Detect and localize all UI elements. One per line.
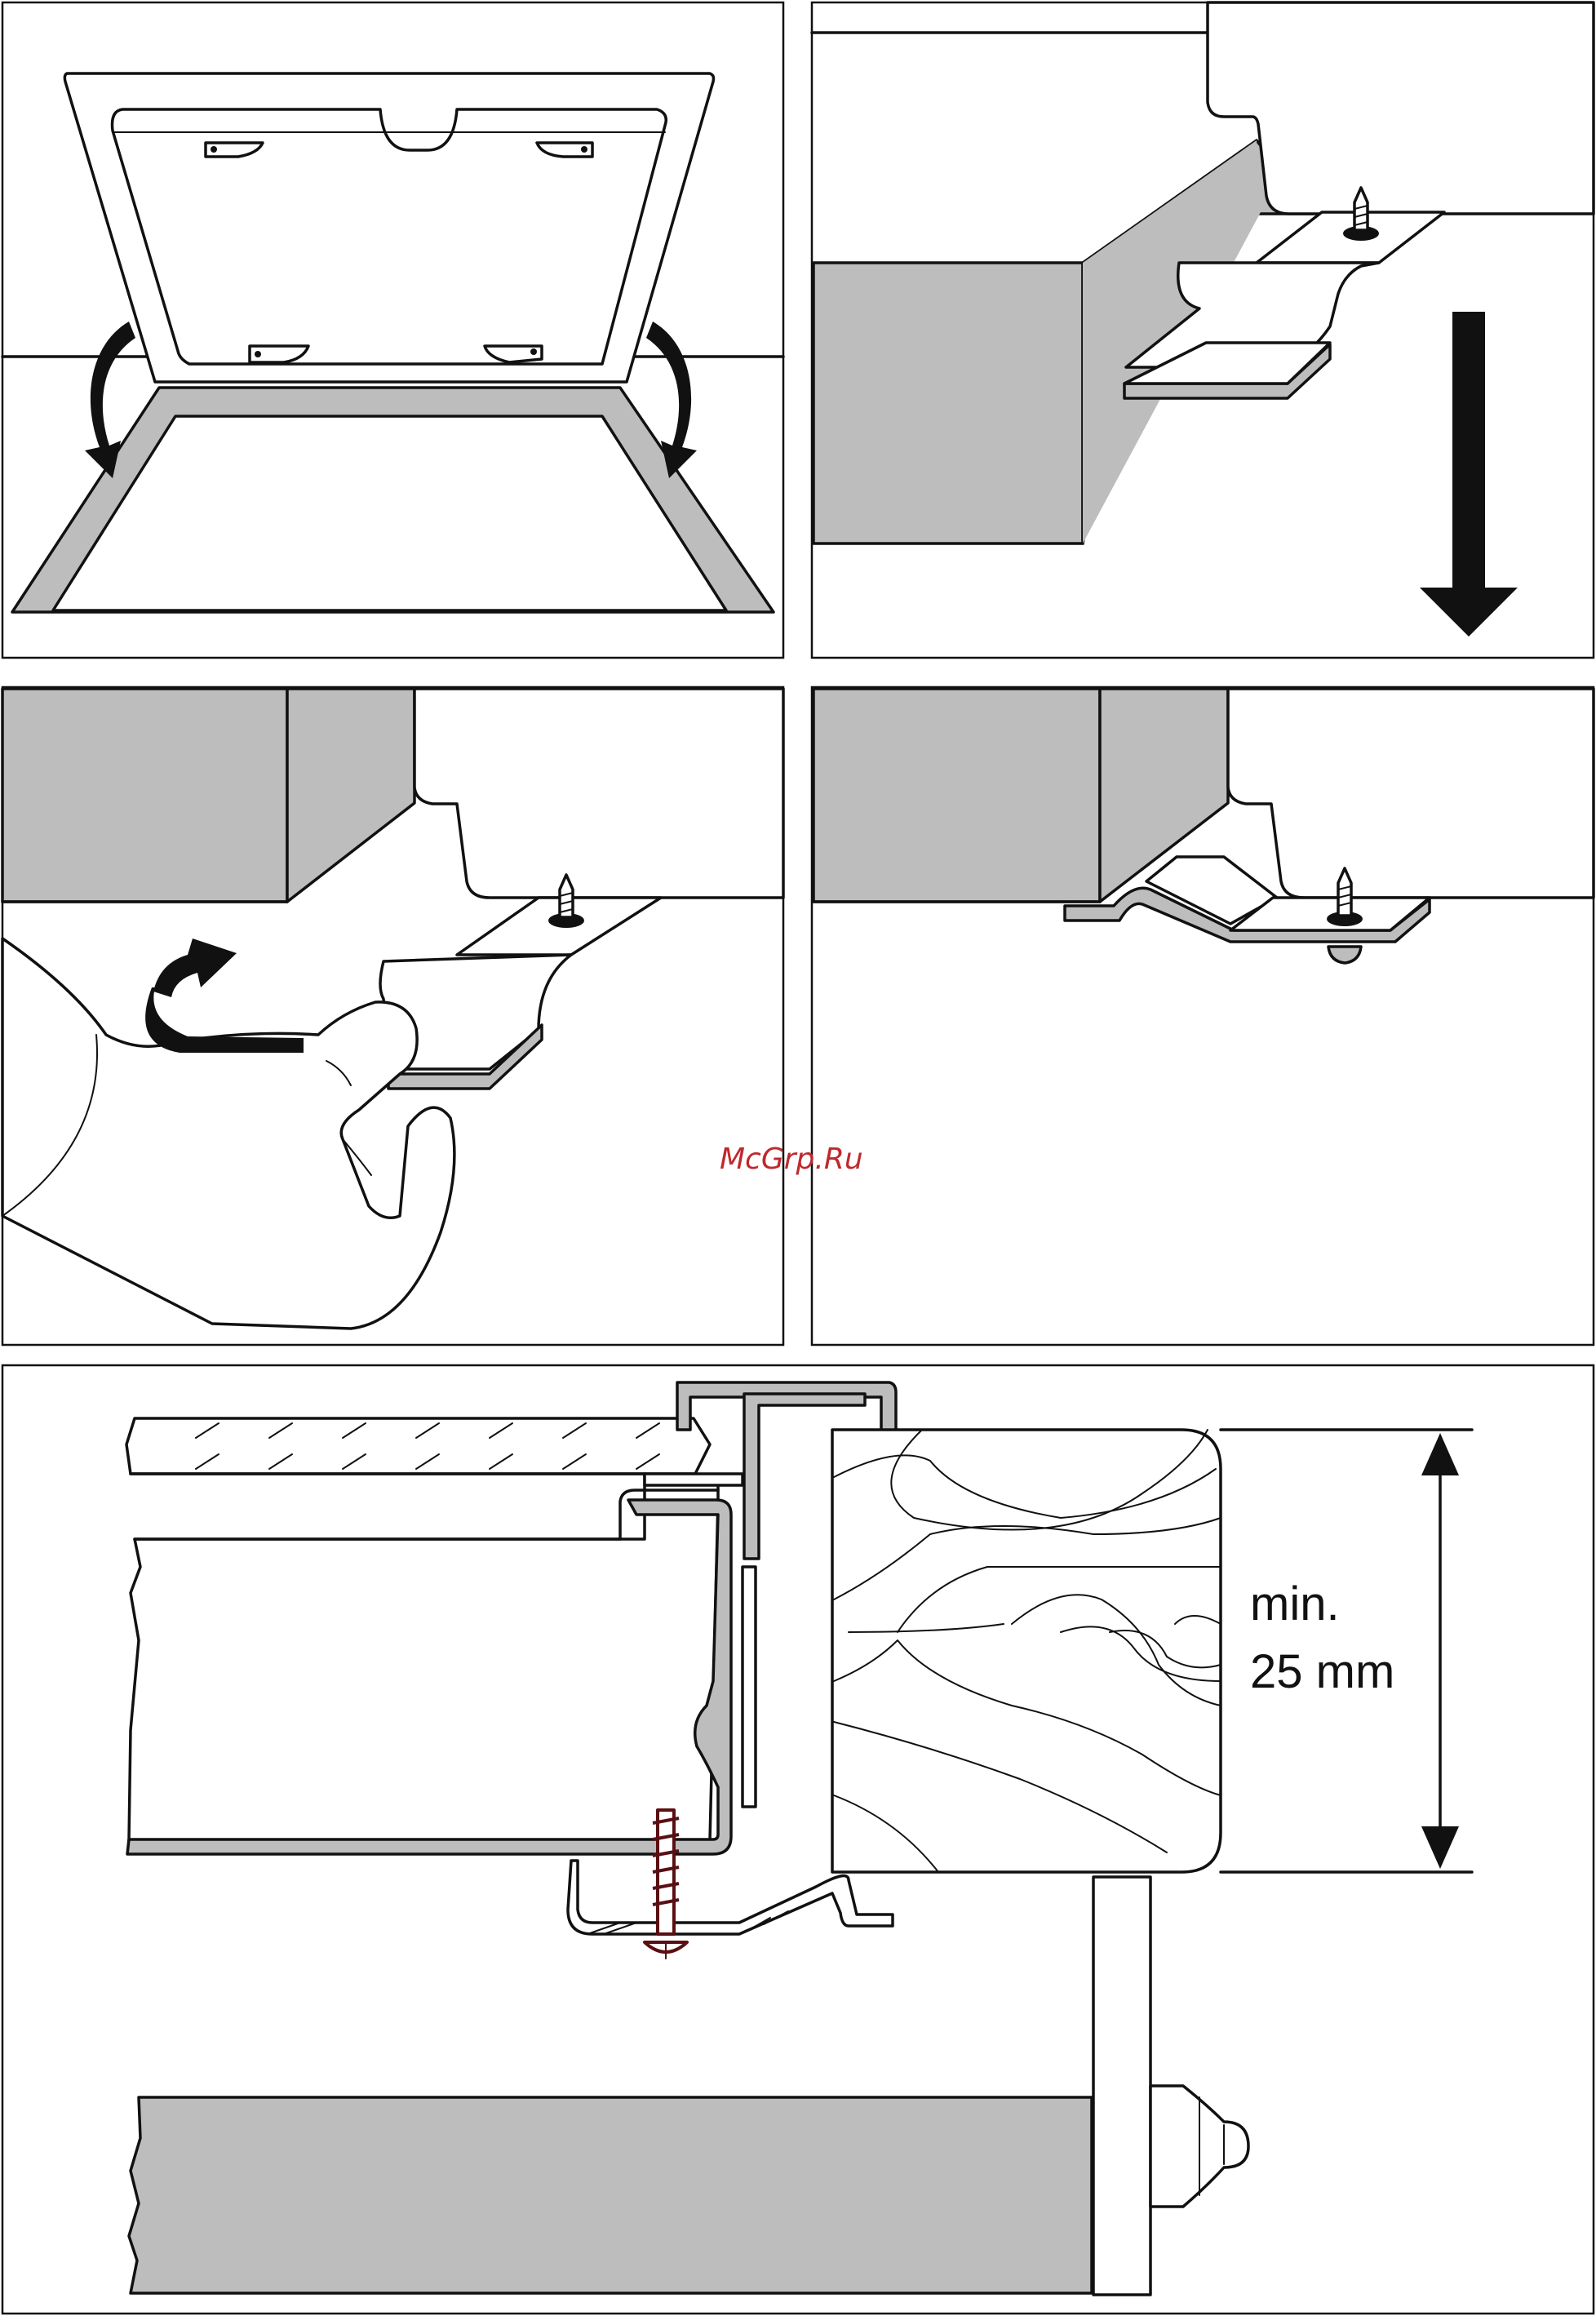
panel-5-cross-section: min. 25 mm <box>2 1365 1594 2314</box>
wooden-worktop <box>832 1430 1221 1872</box>
panel-2-clip-fitting <box>812 2 1594 658</box>
panel-1-hob-insertion <box>2 2 783 658</box>
panel-4-clip-fixed <box>812 687 1594 1345</box>
dimension-label-min: min. <box>1250 1577 1340 1631</box>
watermark-text: McGrp.Ru <box>720 1142 863 1176</box>
dimension-label-value: 25 mm <box>1250 1645 1394 1698</box>
panel-3-bend-clip <box>2 687 783 1345</box>
hob-glass <box>64 73 713 382</box>
glass-ceramic-top <box>126 1418 710 1474</box>
